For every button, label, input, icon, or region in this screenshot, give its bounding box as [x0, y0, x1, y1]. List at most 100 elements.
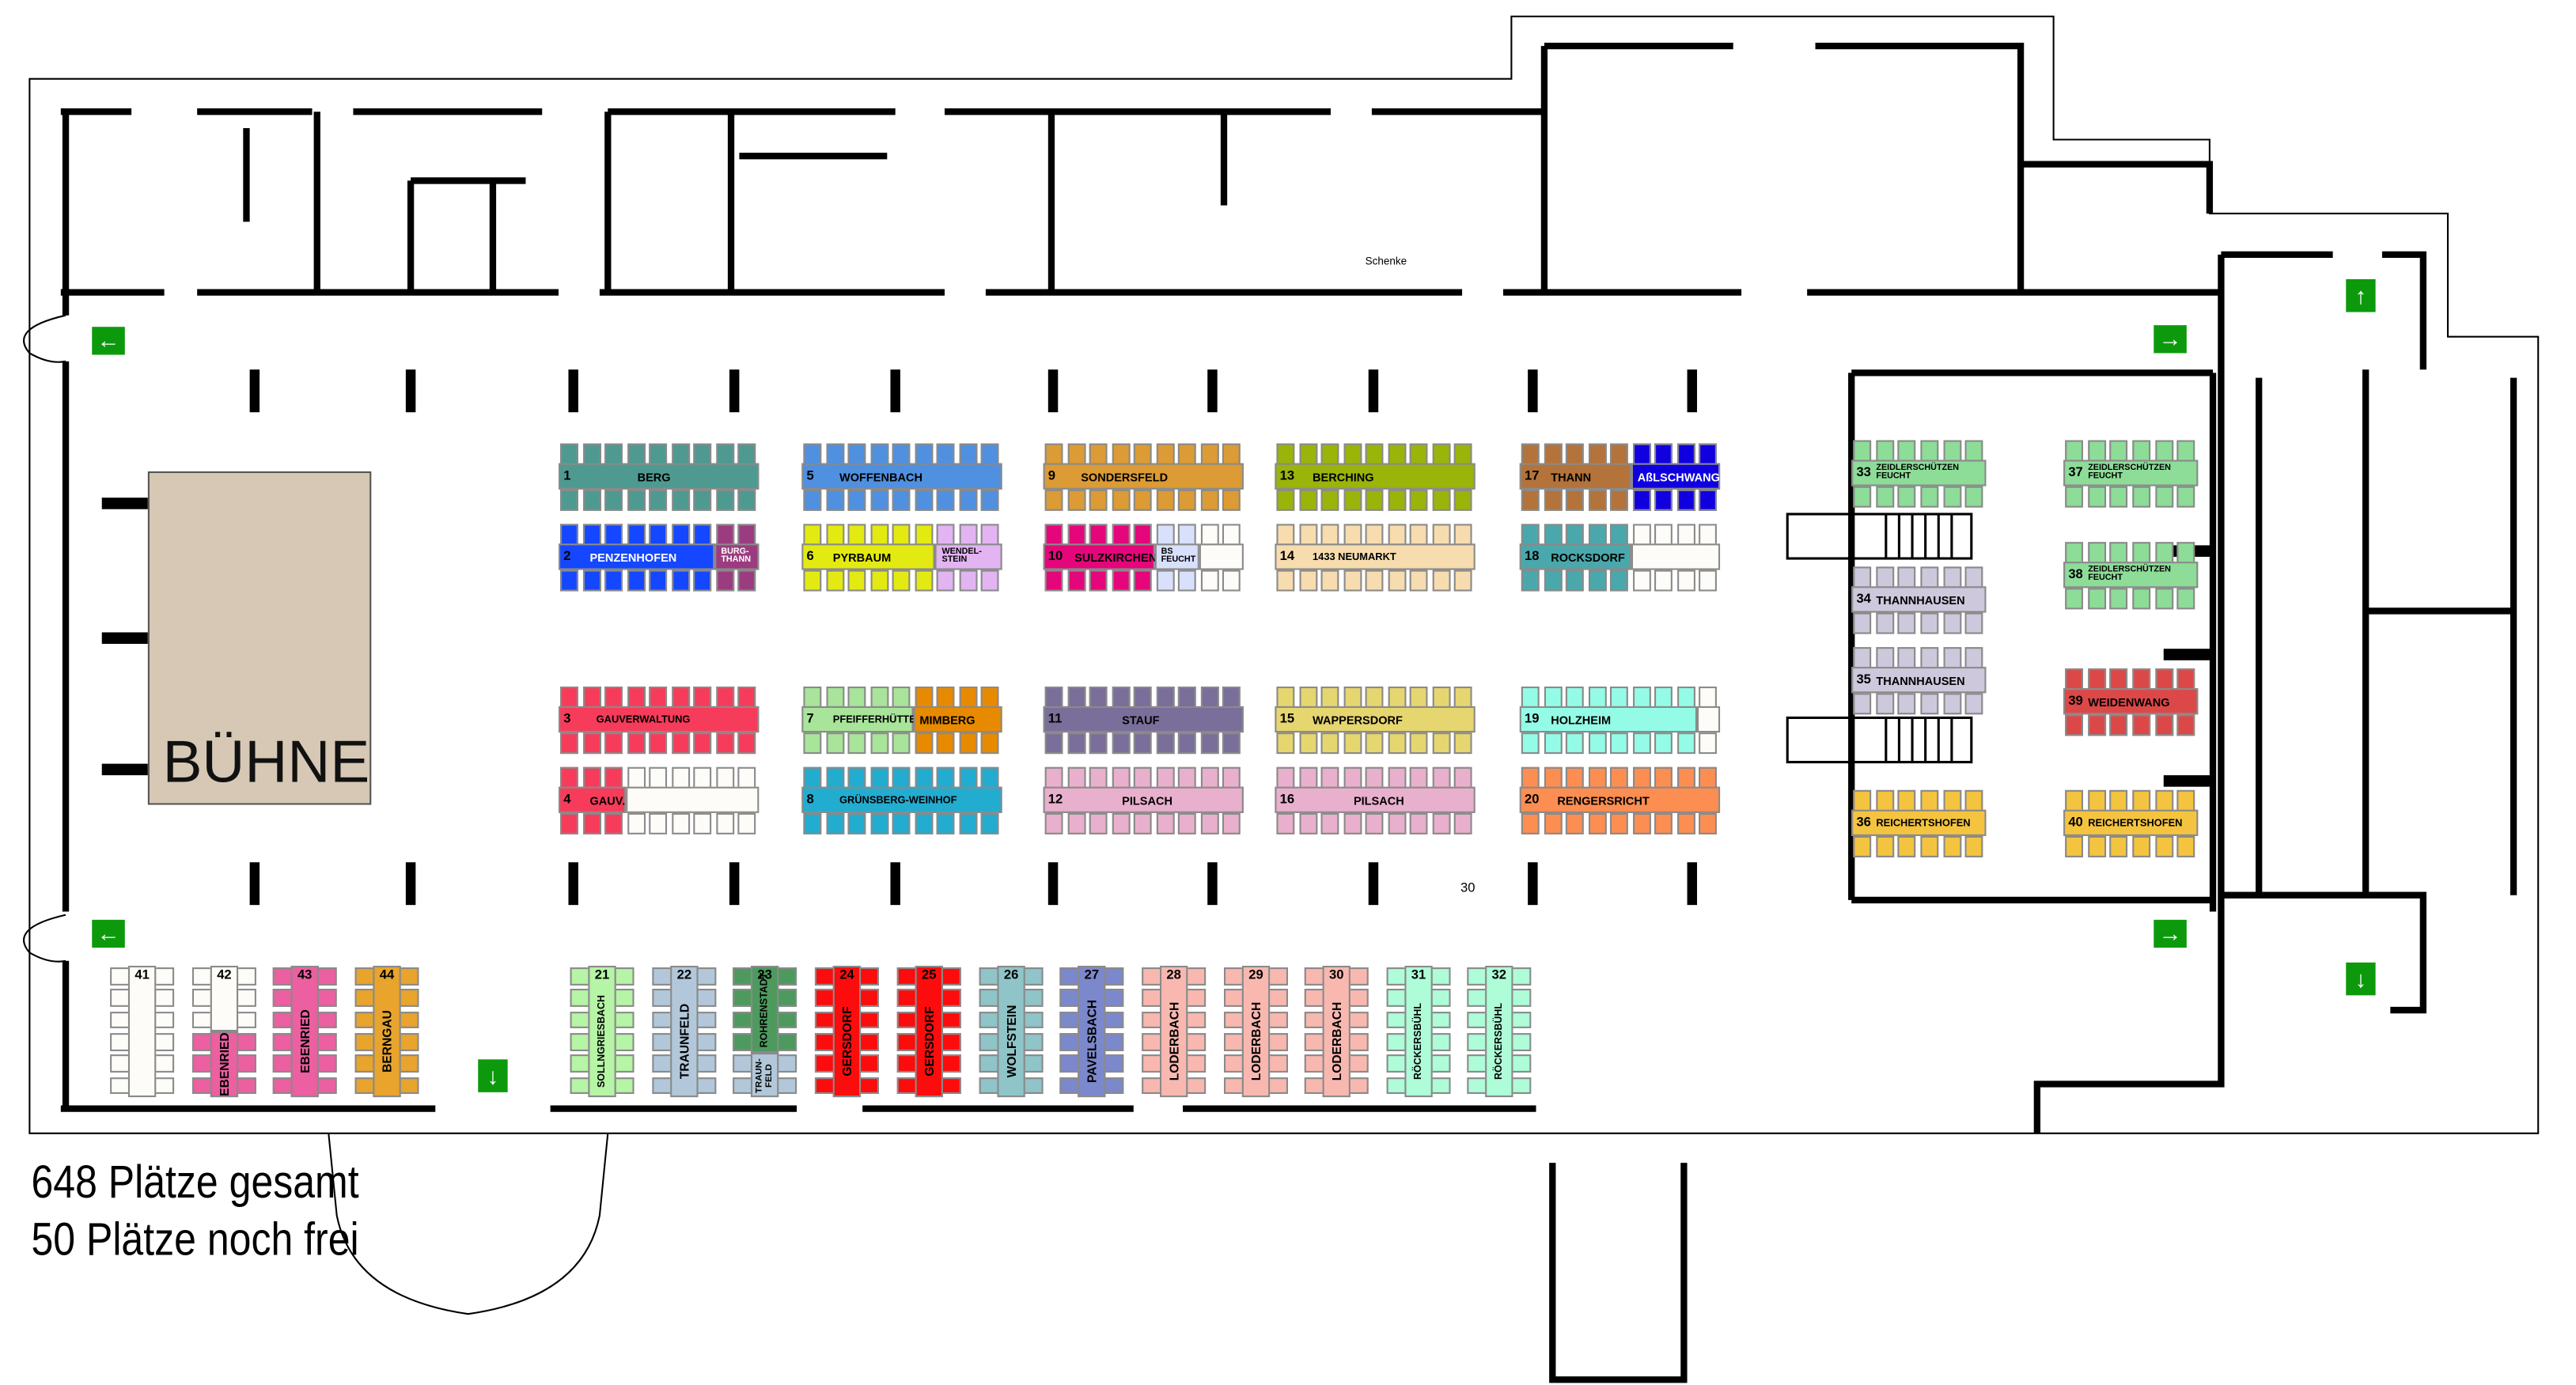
- seat[interactable]: [892, 489, 911, 511]
- seat[interactable]: [1223, 967, 1244, 986]
- seat[interactable]: [1222, 570, 1241, 592]
- seat[interactable]: [915, 732, 934, 755]
- seat[interactable]: [1134, 489, 1153, 511]
- seat[interactable]: [1186, 967, 1207, 986]
- seat[interactable]: [1059, 967, 1080, 986]
- seat[interactable]: [1178, 570, 1197, 592]
- seat[interactable]: [1089, 732, 1108, 755]
- seat[interactable]: [1853, 693, 1872, 715]
- seat[interactable]: [1089, 570, 1108, 592]
- seat[interactable]: [1222, 812, 1241, 834]
- seat[interactable]: [2065, 714, 2084, 736]
- seat[interactable]: [777, 1011, 797, 1029]
- seat[interactable]: [570, 1054, 590, 1073]
- seat[interactable]: [777, 967, 797, 986]
- seat[interactable]: [1965, 835, 1984, 857]
- seat[interactable]: [671, 732, 690, 755]
- seat[interactable]: [733, 967, 753, 986]
- seat[interactable]: [1059, 1033, 1080, 1051]
- seat[interactable]: [354, 1054, 375, 1073]
- seat[interactable]: [1104, 1077, 1124, 1095]
- seat[interactable]: [2065, 835, 2084, 857]
- seat[interactable]: [316, 1054, 337, 1073]
- seat[interactable]: [1298, 489, 1317, 511]
- seat[interactable]: [1223, 989, 1244, 1008]
- seat[interactable]: [1388, 570, 1407, 592]
- seat[interactable]: [1610, 570, 1629, 592]
- seat[interactable]: [2154, 714, 2173, 736]
- seat[interactable]: [1566, 732, 1585, 755]
- seat[interactable]: [937, 732, 956, 755]
- seat[interactable]: [1059, 989, 1080, 1008]
- seat[interactable]: [1304, 1011, 1324, 1029]
- seat[interactable]: [1186, 1077, 1207, 1095]
- seat[interactable]: [1699, 812, 1718, 834]
- seat[interactable]: [154, 1054, 175, 1073]
- seat[interactable]: [777, 989, 797, 1008]
- seat[interactable]: [1104, 1033, 1124, 1051]
- seat[interactable]: [316, 1033, 337, 1051]
- seat[interactable]: [1853, 612, 1872, 634]
- seat[interactable]: [2109, 486, 2129, 508]
- seat[interactable]: [869, 732, 888, 755]
- seat[interactable]: [604, 812, 623, 834]
- seat[interactable]: [627, 812, 646, 834]
- seat[interactable]: [399, 1011, 419, 1029]
- seat[interactable]: [1566, 570, 1585, 592]
- seat[interactable]: [959, 489, 978, 511]
- seat[interactable]: [1156, 812, 1175, 834]
- seat[interactable]: [733, 989, 753, 1008]
- seat[interactable]: [1467, 1011, 1487, 1029]
- seat[interactable]: [2177, 714, 2196, 736]
- seat[interactable]: [570, 1011, 590, 1029]
- seat[interactable]: [1178, 812, 1197, 834]
- seat[interactable]: [614, 1033, 635, 1051]
- seat[interactable]: [1942, 835, 1961, 857]
- seat[interactable]: [1178, 489, 1197, 511]
- seat[interactable]: [652, 1054, 672, 1073]
- seat[interactable]: [1654, 732, 1673, 755]
- seat[interactable]: [979, 1033, 999, 1051]
- seat[interactable]: [1511, 1011, 1532, 1029]
- seat[interactable]: [272, 989, 293, 1008]
- seat[interactable]: [1186, 1054, 1207, 1073]
- seat[interactable]: [1112, 570, 1131, 592]
- seat[interactable]: [847, 570, 866, 592]
- seat[interactable]: [696, 1054, 717, 1073]
- seat[interactable]: [1676, 570, 1695, 592]
- seat[interactable]: [825, 489, 844, 511]
- seat[interactable]: [1268, 967, 1288, 986]
- seat[interactable]: [814, 967, 835, 986]
- seat[interactable]: [1942, 693, 1961, 715]
- seat[interactable]: [696, 989, 717, 1008]
- seat[interactable]: [110, 1033, 131, 1051]
- seat[interactable]: [803, 489, 822, 511]
- seat[interactable]: [859, 989, 879, 1008]
- seat[interactable]: [1388, 732, 1407, 755]
- seat[interactable]: [1134, 812, 1153, 834]
- seat[interactable]: [1853, 835, 1872, 857]
- seat[interactable]: [1298, 570, 1317, 592]
- seat[interactable]: [154, 1033, 175, 1051]
- seat[interactable]: [1200, 489, 1219, 511]
- seat[interactable]: [896, 1054, 917, 1073]
- seat[interactable]: [981, 489, 1000, 511]
- seat[interactable]: [1676, 732, 1695, 755]
- seat[interactable]: [604, 570, 623, 592]
- seat[interactable]: [825, 570, 844, 592]
- seat[interactable]: [614, 989, 635, 1008]
- seat[interactable]: [1699, 570, 1718, 592]
- seat[interactable]: [1676, 812, 1695, 834]
- seat[interactable]: [1298, 732, 1317, 755]
- seat[interactable]: [1566, 489, 1585, 511]
- seat[interactable]: [1898, 835, 1917, 857]
- seat[interactable]: [896, 967, 917, 986]
- seat[interactable]: [941, 1033, 961, 1051]
